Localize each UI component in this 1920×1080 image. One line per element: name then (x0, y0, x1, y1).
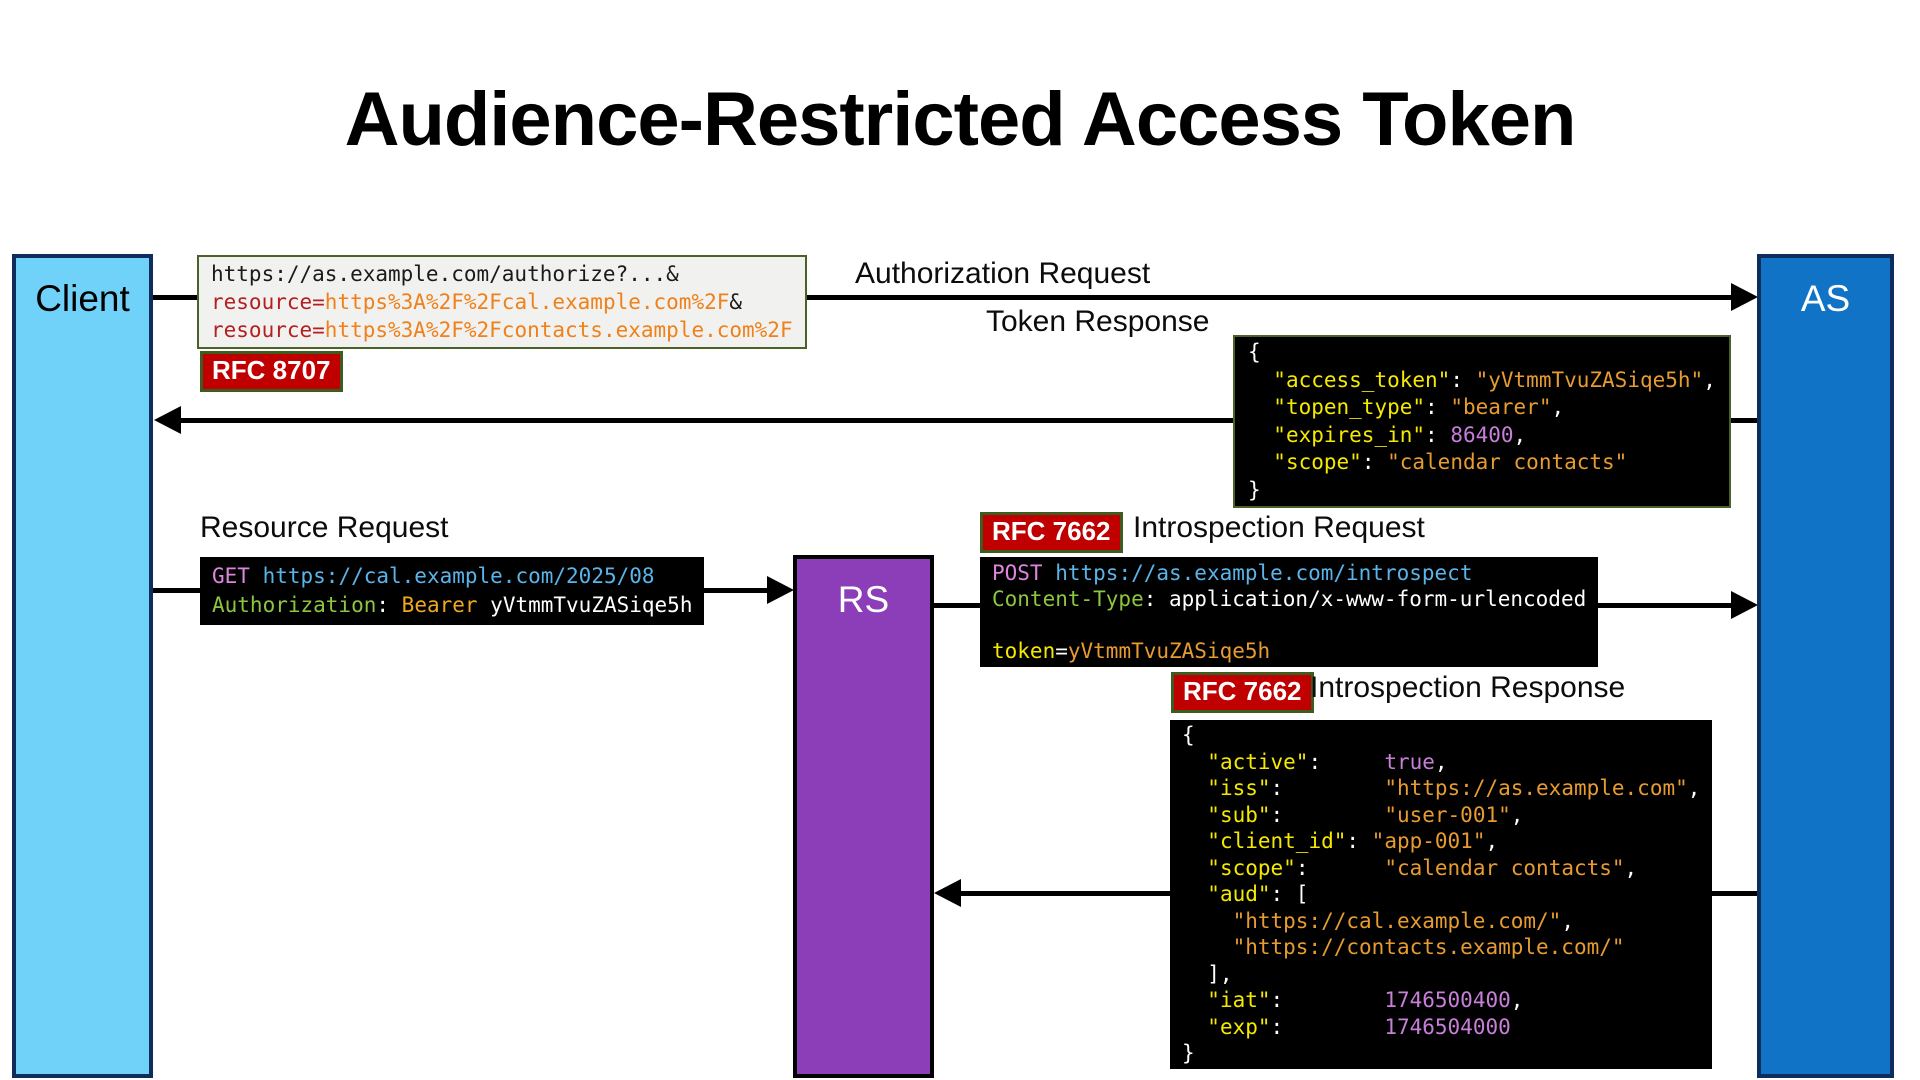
actor-rs-label: RS (837, 579, 890, 620)
introspection-response-label: Introspection Response (1310, 671, 1626, 704)
actor-client-label: Client (35, 278, 130, 319)
actor-rs-box: RS (793, 555, 934, 1078)
introspection-request-label: Introspection Request (1133, 511, 1425, 544)
resource-request-label: Resource Request (200, 511, 449, 544)
introspection-response-code: { "active": true, "iss": "https://as.exa… (1170, 720, 1713, 1069)
actor-client-box: Client (12, 254, 153, 1078)
introspection-response-arrowhead (934, 879, 961, 907)
page-title: Audience-Restricted Access Token (344, 77, 1577, 162)
rfc-8707-badge: RFC 8707 (200, 351, 343, 392)
rfc-7662-badge-request: RFC 7662 (980, 512, 1123, 553)
token-response-label: Token Response (986, 305, 1210, 338)
resource-request-arrowhead (767, 576, 794, 604)
authorization-request-label: Authorization Request (855, 257, 1151, 290)
authorization-request-arrowhead (1731, 283, 1758, 311)
authorization-request-arrow-line (153, 295, 1740, 300)
token-response-arrowhead (154, 406, 181, 434)
authorize-url-box: https://as.example.com/authorize?...&res… (197, 255, 807, 349)
actor-as-label: AS (1800, 278, 1851, 319)
token-response-code: { "access_token": "yVtmmTvuZASiqe5h", "t… (1233, 335, 1731, 508)
introspection-request-arrowhead (1731, 591, 1758, 619)
actor-as-box: AS (1757, 254, 1894, 1078)
token-response-arrow-line (178, 418, 1757, 423)
rfc-7662-badge-response: RFC 7662 (1171, 672, 1314, 713)
